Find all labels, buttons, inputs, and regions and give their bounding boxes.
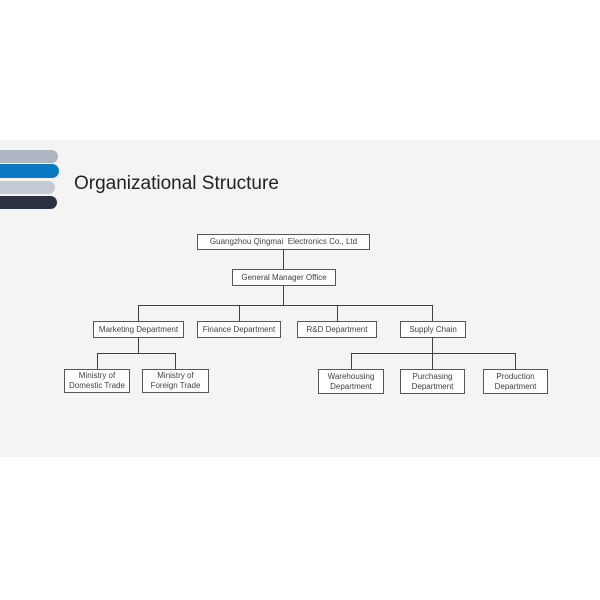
connector-marketing-down: [138, 338, 139, 353]
org-node-finance-department-label: Finance Department: [202, 324, 276, 334]
org-node-ministry-domestic-trade: Ministry of Domestic Trade: [64, 369, 130, 393]
connector-drop-marketing: [138, 305, 139, 321]
connector-drop-warehousing: [351, 353, 352, 369]
connector-drop-supply-chain: [432, 305, 433, 321]
org-node-purchasing-department: Purchasing Department: [400, 369, 465, 394]
org-node-marketing-department-label: Marketing Department: [98, 324, 179, 334]
org-node-production-department-line1: Production: [496, 371, 535, 381]
connector-drop-finance: [239, 305, 240, 321]
org-node-supply-chain-label: Supply Chain: [409, 324, 457, 334]
connector-company-gm: [283, 250, 284, 269]
accent-bar-2: [0, 164, 59, 178]
org-node-marketing-department: Marketing Department: [93, 321, 184, 338]
org-node-ministry-domestic-trade-line2: Domestic Trade: [68, 381, 126, 390]
connector-ministries-horizontal: [97, 353, 176, 354]
org-node-warehousing-department-line2: Department: [330, 381, 372, 391]
org-node-ministry-foreign-trade-line1: Ministry of: [157, 371, 194, 380]
org-node-ministry-domestic-trade-line1: Ministry of: [78, 371, 116, 380]
accent-bar-3: [0, 181, 55, 194]
connector-drop-domestic: [97, 353, 98, 369]
org-node-rnd-department: R&D Department: [297, 321, 377, 338]
org-node-purchasing-department-line2: Department: [411, 381, 454, 391]
org-node-company-label: Guangzhou Qingmai Electronics Co., Ltd: [209, 237, 358, 246]
org-node-company: Guangzhou Qingmai Electronics Co., Ltd: [197, 234, 370, 250]
org-node-ministry-foreign-trade-line2: Foreign Trade: [150, 381, 201, 390]
org-node-warehousing-department-line1: Warehousing: [327, 371, 375, 381]
org-node-rnd-department-label: R&D Department: [306, 324, 368, 334]
slide-title: Organizational Structure: [74, 173, 279, 194]
org-node-purchasing-department-line1: Purchasing: [412, 371, 453, 381]
accent-bar-4: [0, 196, 57, 209]
connector-gm-down: [283, 286, 284, 305]
org-node-warehousing-department: Warehousing Department: [318, 369, 384, 394]
slide: Organizational Structure Guangzhou Qingm…: [0, 140, 600, 457]
org-node-general-manager-office-label: General Manager Office: [241, 272, 327, 282]
connector-drop-foreign: [175, 353, 176, 369]
org-node-general-manager-office: General Manager Office: [232, 269, 336, 286]
org-node-supply-chain: Supply Chain: [400, 321, 466, 338]
connector-drop-rnd: [337, 305, 338, 321]
org-node-production-department: Production Department: [483, 369, 548, 394]
connector-drop-production: [515, 353, 516, 369]
org-node-finance-department: Finance Department: [197, 321, 281, 338]
connector-level3-horizontal: [138, 305, 433, 306]
connector-supply-horizontal: [351, 353, 515, 354]
org-node-production-department-line2: Department: [494, 381, 537, 391]
accent-bar-1: [0, 150, 58, 163]
org-node-ministry-foreign-trade: Ministry of Foreign Trade: [142, 369, 209, 393]
